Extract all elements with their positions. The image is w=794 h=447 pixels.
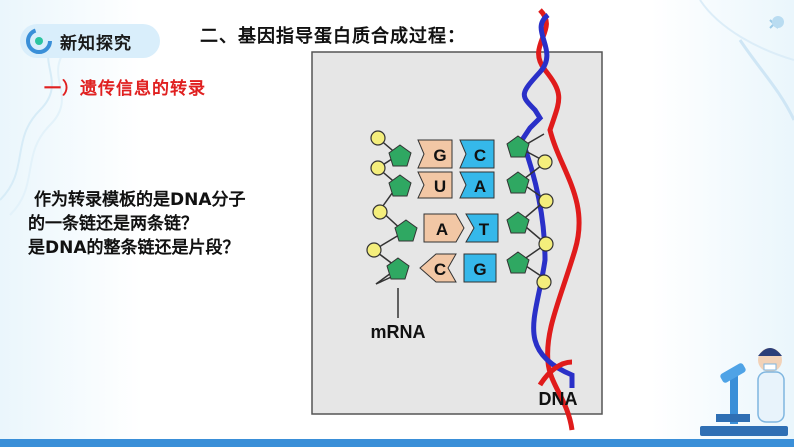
rna-base-a: A xyxy=(424,214,464,242)
dna-phosphate xyxy=(539,194,553,208)
mrna-label: mRNA xyxy=(370,322,425,342)
dna-base-g: G xyxy=(464,254,496,282)
rna-base-label: G xyxy=(433,146,446,165)
dna-base-label: A xyxy=(474,177,486,196)
dna-base-label: G xyxy=(473,260,486,279)
dna-phosphate xyxy=(539,237,553,251)
bottom-accent-bar xyxy=(0,439,794,447)
dna-phosphate xyxy=(538,155,552,169)
dna-base-label: C xyxy=(474,146,486,165)
dna-base-label: T xyxy=(479,220,490,239)
dna-label: DNA xyxy=(539,389,578,409)
rna-phosphate xyxy=(373,205,387,219)
rna-base-label: U xyxy=(434,177,446,196)
rna-base-label: A xyxy=(436,220,448,239)
dna-phosphate xyxy=(537,275,551,289)
scientist-microscope-illustration xyxy=(690,334,794,444)
rna-phosphate xyxy=(367,243,381,257)
rna-phosphate xyxy=(371,161,385,175)
rna-base-label: C xyxy=(434,260,446,279)
rna-phosphate xyxy=(371,131,385,145)
